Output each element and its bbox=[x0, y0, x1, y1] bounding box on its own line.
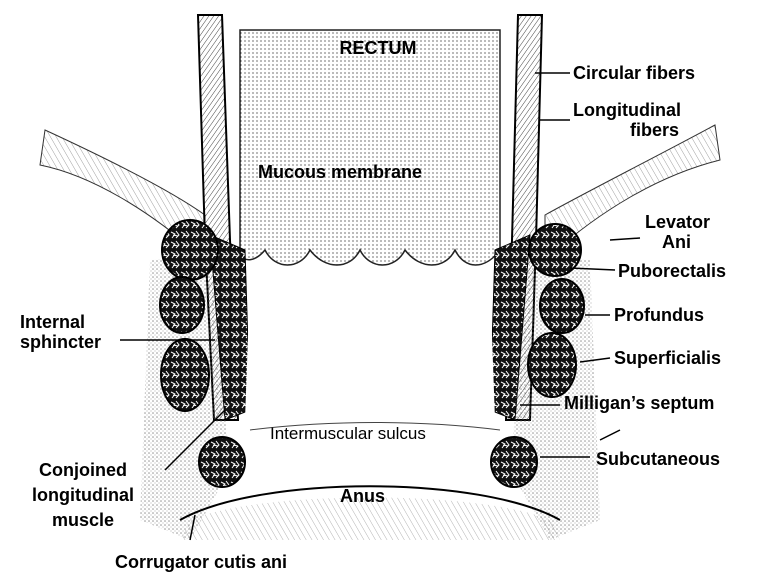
profundus-right bbox=[540, 279, 584, 333]
label-longitudinal-fibers-line1: Longitudinal bbox=[573, 100, 681, 120]
label-anus: Anus bbox=[340, 486, 385, 506]
subcutaneous-left bbox=[199, 437, 245, 487]
label-longitudinal-fibers-line2: fibers bbox=[630, 120, 679, 140]
label-circular-fibers: Circular fibers bbox=[573, 63, 695, 83]
label-subcutaneous: Subcutaneous bbox=[596, 449, 720, 469]
superficialis-left bbox=[161, 339, 209, 411]
anal-canal-lining bbox=[245, 280, 495, 431]
label-conjoined-line3: muscle bbox=[8, 510, 158, 530]
label-internal-sphincter-line1: Internal bbox=[20, 312, 85, 332]
label-corrugator-cutis-ani: Corrugator cutis ani bbox=[115, 552, 287, 572]
label-internal-sphincter-line2: sphincter bbox=[20, 332, 101, 352]
puborectalis-left bbox=[162, 220, 218, 280]
superficialis-right bbox=[528, 333, 576, 397]
mucous-membrane bbox=[240, 30, 500, 265]
subcutaneous-right bbox=[491, 437, 537, 487]
label-levator-ani-line1: Levator bbox=[645, 212, 710, 232]
label-rectum: RECTUM bbox=[318, 38, 438, 58]
label-conjoined-line1: Conjoined bbox=[8, 460, 158, 480]
label-intermuscular-sulcus: Intermuscular sulcus bbox=[270, 424, 426, 444]
label-levator-ani-line2: Ani bbox=[662, 232, 691, 252]
label-mucous-membrane: Mucous membrane bbox=[258, 162, 422, 182]
profundus-left bbox=[160, 277, 204, 333]
label-profundus: Profundus bbox=[614, 305, 704, 325]
label-conjoined-line2: longitudinal bbox=[8, 485, 158, 505]
label-puborectalis: Puborectalis bbox=[618, 261, 726, 281]
label-milligans-septum: Milligan’s septum bbox=[564, 393, 714, 413]
label-superficialis: Superficialis bbox=[614, 348, 721, 368]
